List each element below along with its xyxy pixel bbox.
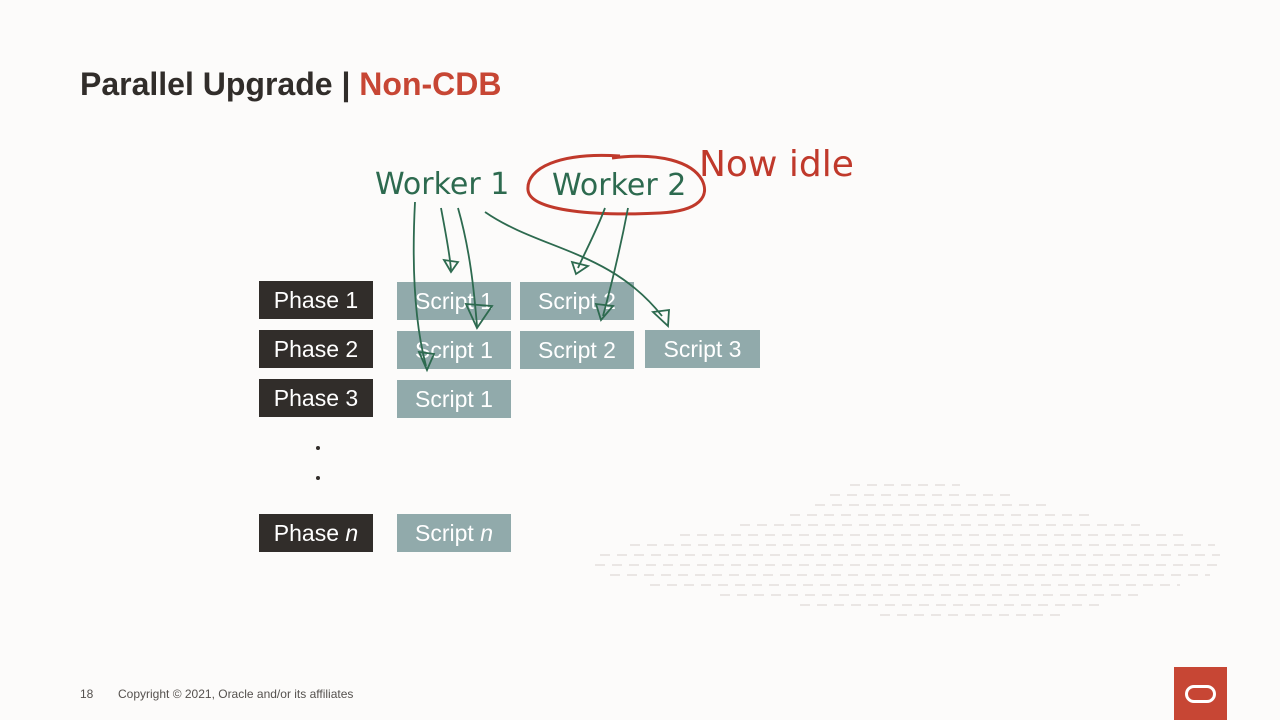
slide-title: Parallel Upgrade | Non-CDB <box>80 66 501 103</box>
worker-2-label: Worker 2 <box>552 168 686 203</box>
now-idle-label: Now idle <box>699 144 854 185</box>
ellipsis-dot <box>316 476 320 480</box>
phase-n-box: Phase n <box>259 514 373 552</box>
phase-2-script-1: Script 1 <box>397 331 511 369</box>
copyright-text: Copyright © 2021, Oracle and/or its affi… <box>118 687 354 701</box>
phase-1-box: Phase 1 <box>259 281 373 319</box>
phase-2-script-2: Script 2 <box>520 331 634 369</box>
title-accent: Non-CDB <box>359 66 502 102</box>
title-main: Parallel Upgrade | <box>80 66 360 102</box>
phase-1-script-2: Script 2 <box>520 282 634 320</box>
phase-2-script-3: Script 3 <box>645 330 760 368</box>
idle-circle <box>526 153 707 216</box>
ellipsis-dot <box>316 446 320 450</box>
background-texture <box>595 484 1220 616</box>
worker-arrows <box>412 201 670 373</box>
logo-ring <box>1185 685 1216 703</box>
phase-2-box: Phase 2 <box>259 330 373 368</box>
phase-3-script-1: Script 1 <box>397 380 511 418</box>
page-number: 18 <box>80 687 94 701</box>
worker-1-label: Worker 1 <box>375 167 509 202</box>
phase-3-box: Phase 3 <box>259 379 373 417</box>
phase-n-script: Script n <box>397 514 511 552</box>
oracle-logo-icon <box>1174 667 1227 720</box>
